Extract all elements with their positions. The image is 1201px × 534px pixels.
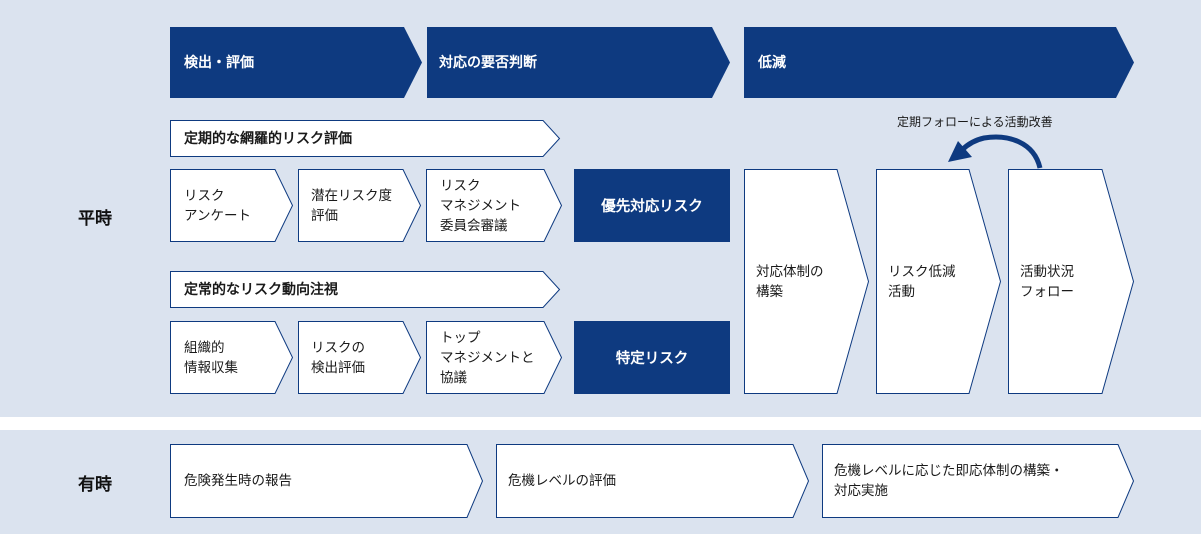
phase-arrow-reduce: 低減 (744, 27, 1134, 98)
phase-arrow-detect: 検出・評価 (170, 27, 422, 98)
reduce-step-risk-reduction: リスク低減 活動 (876, 169, 1002, 394)
emergency-time-label: 有時 (78, 475, 112, 495)
phase-label-detect: 検出・評価 (184, 54, 254, 71)
emergency-step-evaluate: 危機レベルの評価 (496, 444, 810, 518)
reduce-step-build-structure: 対応体制の 構築 (744, 169, 870, 394)
emergency-step-response-text: 危機レベルに応じた即応体制の構築・ 対応実施 (834, 463, 1064, 499)
monitor-step-detection: リスクの 検出評価 (298, 321, 422, 394)
normal-time-label: 平時 (78, 209, 112, 229)
emergency-step-response: 危機レベルに応じた即応体制の構築・ 対応実施 (822, 444, 1135, 518)
reduce-step-followup: 活動状況 フォロー (1008, 169, 1135, 394)
trend-monitoring-text: 定常的なリスク動向注視 (184, 281, 338, 298)
periodic-step-latent-risk-text: 潜在リスク度 評価 (311, 187, 392, 224)
periodic-step-latent-risk: 潜在リスク度 評価 (298, 169, 422, 242)
emergency-step-evaluate-text: 危機レベルの評価 (508, 473, 616, 489)
priority-risk-box: 優先対応リスク (574, 169, 730, 242)
reduce-step-risk-reduction-text: リスク低減 活動 (888, 263, 956, 300)
periodic-step-committee-text: リスク マネジメント 委員会審議 (440, 177, 521, 234)
emergency-step-report: 危険発生時の報告 (170, 444, 484, 518)
reduce-step-build-structure-text: 対応体制の 構築 (756, 263, 824, 300)
phase-arrow-decide: 対応の要否判断 (427, 27, 730, 98)
monitor-step-info-collection-text: 組織的 情報収集 (184, 339, 238, 376)
periodic-step-survey: リスク アンケート (170, 169, 294, 242)
trend-monitoring-bar: 定常的なリスク動向注視 (170, 271, 561, 308)
followup-note: 定期フォローによる活動改善 (897, 115, 1053, 129)
periodic-evaluation-bar: 定期的な網羅的リスク評価 (170, 120, 561, 157)
monitor-step-top-management: トップ マネジメントと 協議 (426, 321, 563, 394)
monitor-step-top-management-text: トップ マネジメントと 協議 (440, 329, 535, 386)
periodic-step-survey-text: リスク アンケート (184, 187, 251, 224)
monitor-step-detection-text: リスクの 検出評価 (311, 339, 365, 376)
periodic-step-committee: リスク マネジメント 委員会審議 (426, 169, 563, 242)
reduce-step-followup-text: 活動状況 フォロー (1020, 263, 1074, 300)
specific-risk-box: 特定リスク (574, 321, 730, 394)
monitor-step-info-collection: 組織的 情報収集 (170, 321, 294, 394)
phase-label-decide: 対応の要否判断 (439, 54, 537, 71)
phase-label-reduce: 低減 (758, 54, 786, 71)
periodic-evaluation-text: 定期的な網羅的リスク評価 (184, 130, 352, 147)
emergency-step-report-text: 危険発生時の報告 (184, 473, 292, 489)
